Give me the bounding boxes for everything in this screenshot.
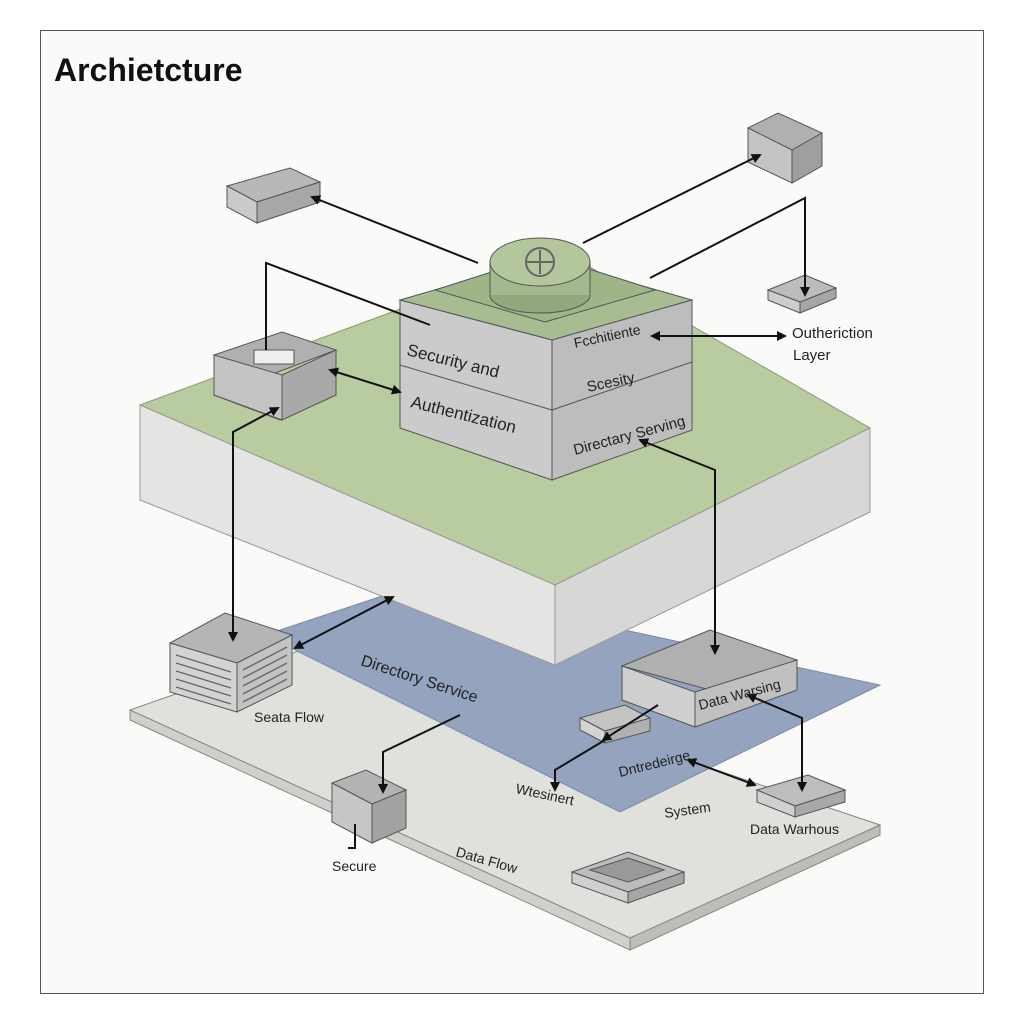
line-secure-port bbox=[348, 824, 356, 849]
arrow-warehousing-warehouse bbox=[746, 693, 807, 792]
wtesinert-node bbox=[578, 704, 652, 744]
label-outheriction: Outheriction bbox=[792, 325, 873, 342]
arrow-block-to-warehousing bbox=[638, 438, 720, 655]
arrow-system-warehouse bbox=[686, 758, 757, 787]
data-flow-panel bbox=[570, 851, 686, 904]
label-layer: Layer bbox=[793, 347, 831, 364]
auth-server-box bbox=[212, 331, 338, 421]
compass-icon bbox=[525, 247, 555, 277]
top-right-node bbox=[746, 112, 824, 184]
top-left-node bbox=[225, 167, 322, 224]
label-secure: Secure bbox=[332, 858, 377, 874]
arrow-to-wtesinert-node bbox=[601, 704, 659, 742]
arrow-rack-directory bbox=[293, 596, 395, 649]
label-seata-flow: Seata Flow bbox=[254, 709, 325, 725]
arrow-to-secure bbox=[378, 714, 461, 794]
data-warehousing-box bbox=[620, 629, 799, 728]
connectors bbox=[228, 154, 810, 849]
arrow-wtesinert bbox=[550, 739, 606, 792]
arrow-server-to-rack bbox=[228, 407, 280, 642]
arrow-to-top-right-node bbox=[582, 154, 762, 244]
line-server-to-block bbox=[265, 261, 431, 350]
label-data-warehouse: Data Warhous bbox=[750, 821, 839, 837]
arrow-server-block bbox=[328, 367, 402, 395]
arrow-to-auth-layer-node bbox=[649, 196, 810, 297]
arrow-to-top-left-node bbox=[310, 195, 479, 264]
diagram-title: Archietcture bbox=[54, 52, 243, 88]
secure-node bbox=[330, 769, 408, 844]
label-system: System bbox=[663, 799, 711, 821]
security-authentication-block bbox=[398, 237, 694, 481]
auth-layer-node bbox=[766, 274, 838, 314]
